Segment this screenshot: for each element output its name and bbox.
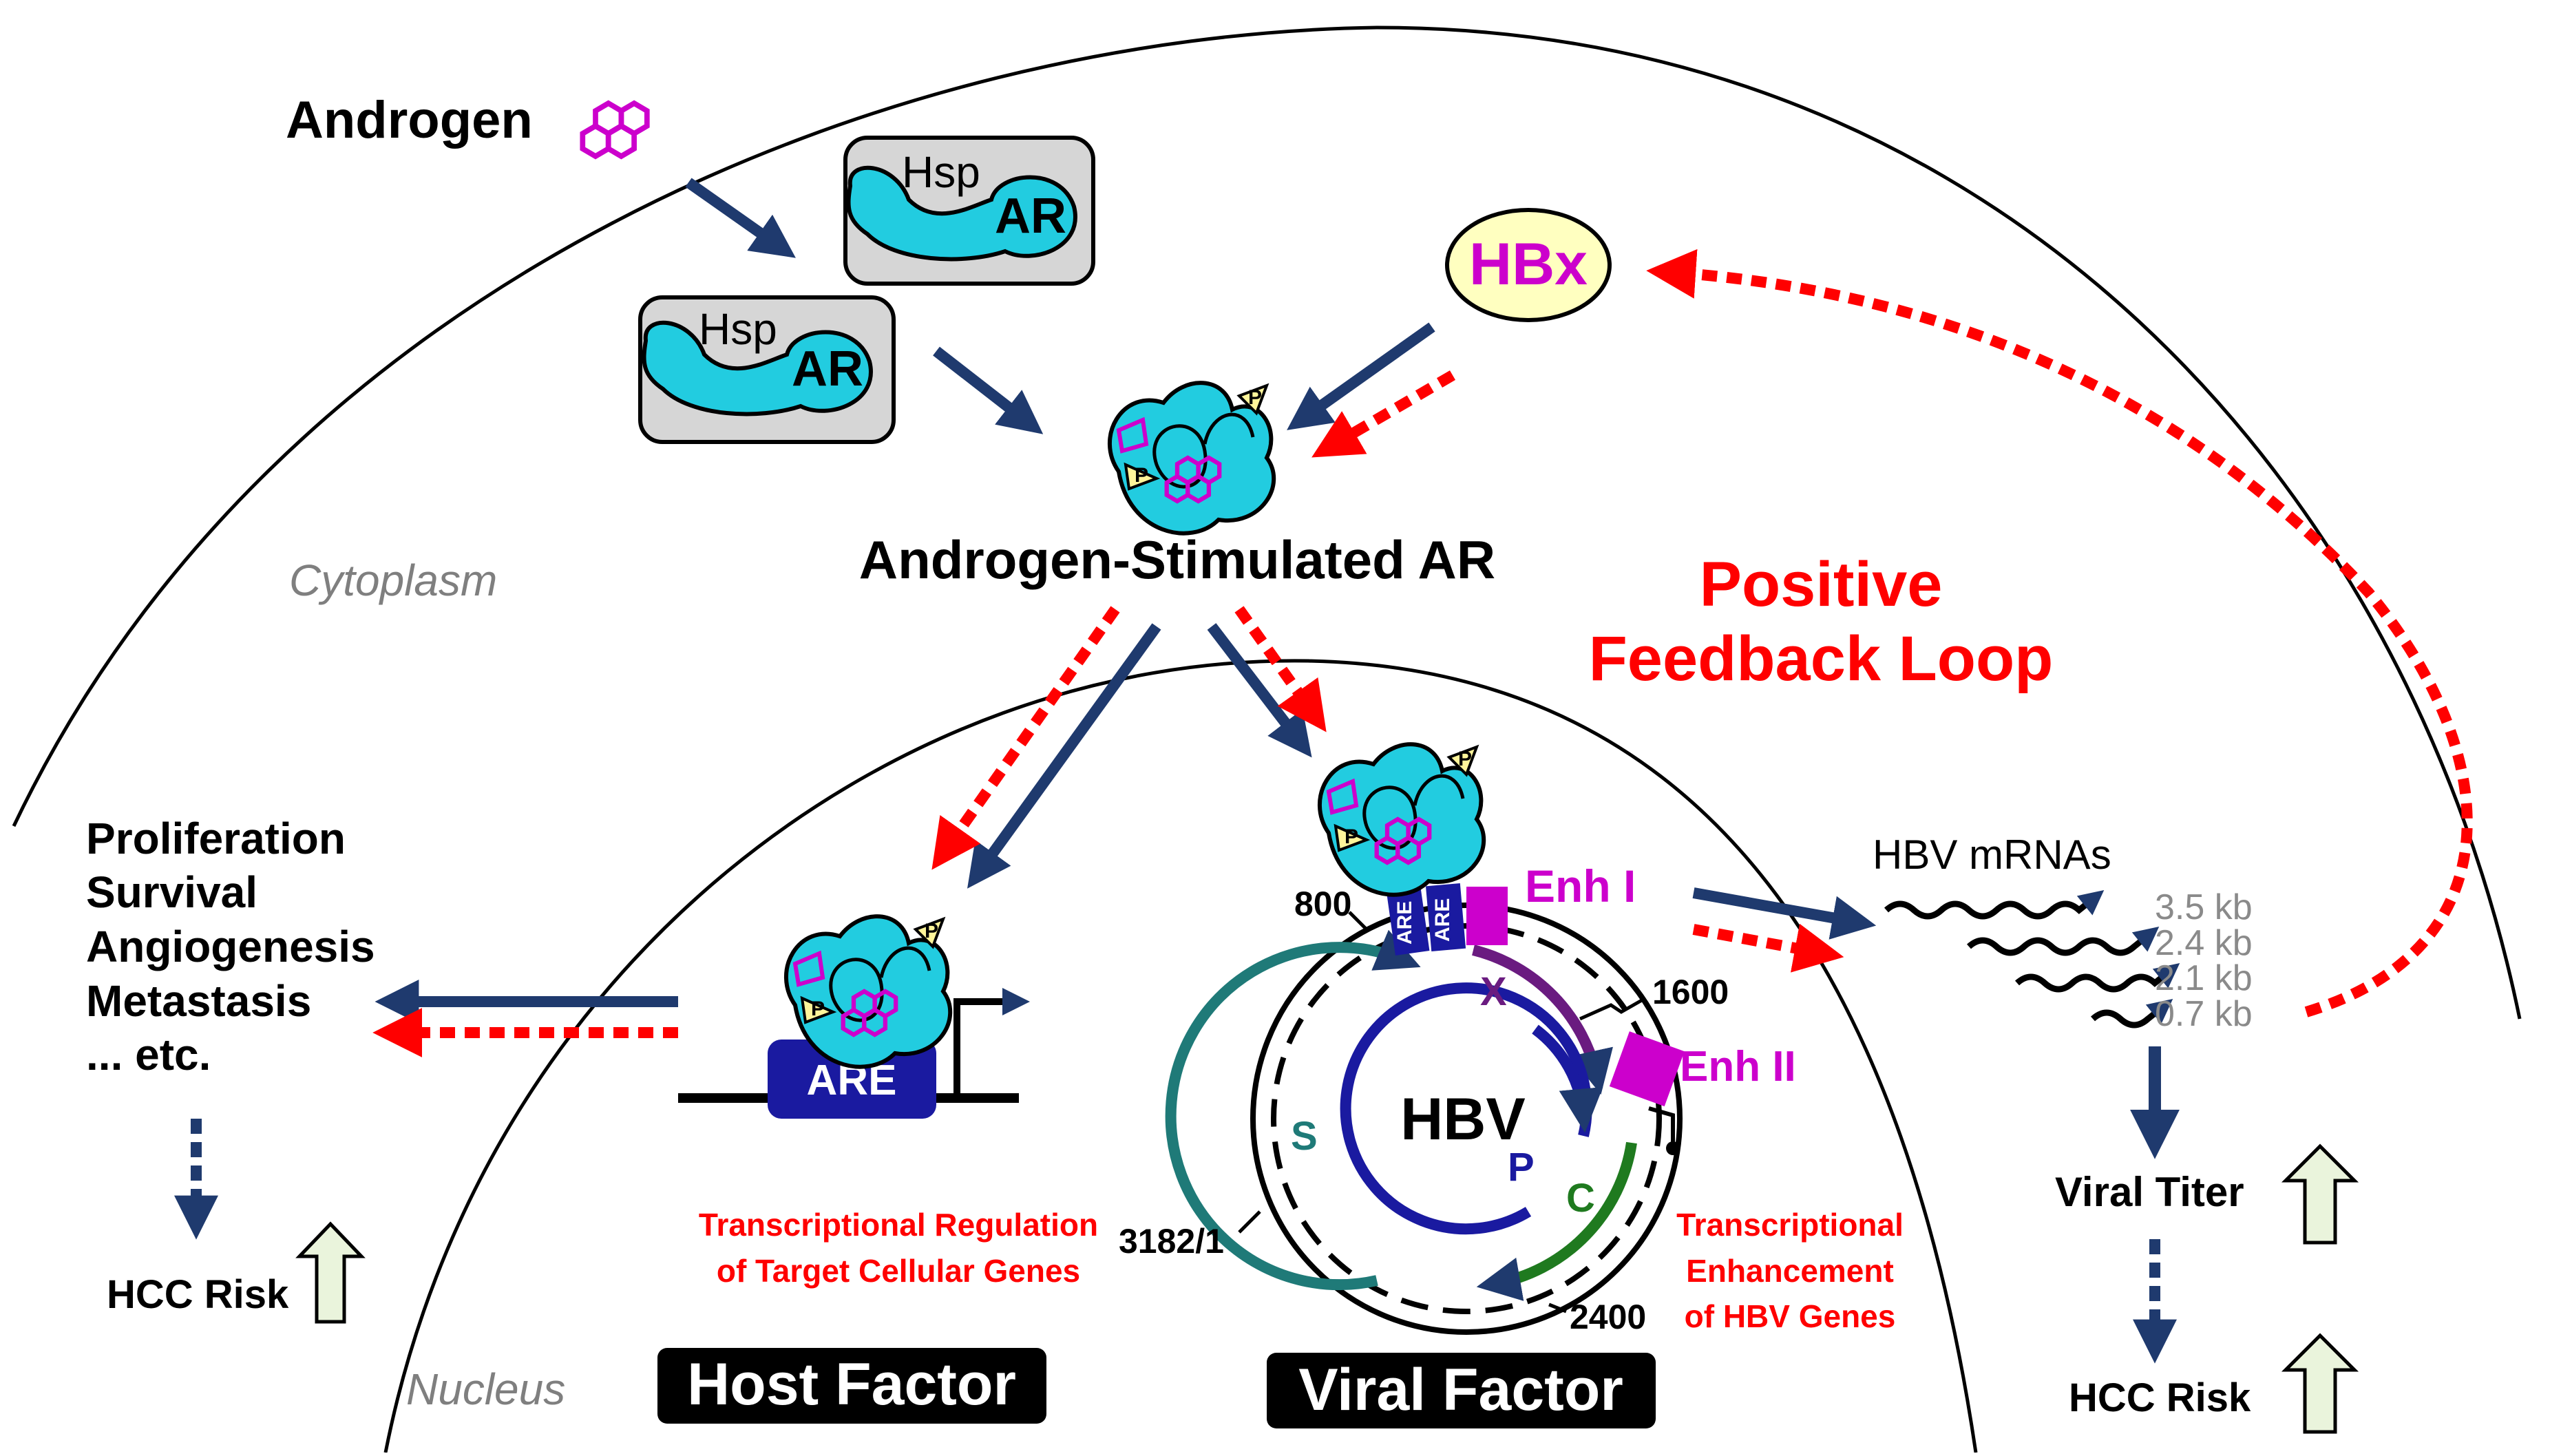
polya-signal-icon (1648, 1106, 1675, 1143)
viral-feedback-arrow (1234, 606, 1327, 732)
transcription-start-icon (953, 988, 1030, 1098)
viral-enhancement-label: Transcriptional (1676, 1207, 1904, 1243)
viral-are-box (1386, 885, 1430, 956)
polya-signal-icon (1666, 1141, 1680, 1155)
orf-c-arc (1476, 1141, 1637, 1301)
outcome-item: Survival (86, 867, 257, 917)
viral-are-label: ARE (1393, 901, 1416, 945)
activated-ar-icon (1110, 383, 1274, 533)
androgen-arrow (685, 178, 796, 258)
viral-bound-ar-icon (1320, 744, 1484, 894)
viral-factor-label: Viral Factor (1298, 1357, 1623, 1423)
hsp-ar-complex: Hsp AR (638, 295, 896, 444)
androgen-label: Androgen (286, 91, 533, 149)
viral-are-box (1425, 883, 1466, 951)
host-factor-label: Host Factor (687, 1351, 1016, 1417)
nucleus-label: Nucleus (406, 1364, 565, 1414)
viral-are-label: ARE (1431, 898, 1454, 942)
genome-position: 3182/1 (1119, 1222, 1224, 1260)
host-bound-ar-icon (786, 916, 950, 1066)
host-factor-badge (657, 1348, 1046, 1424)
outcome-item: Proliferation (86, 814, 346, 863)
hbv-genome: HBV X S P C (1165, 903, 1683, 1335)
mrna-size: 3.5 kb (2155, 887, 2253, 927)
mrna-arrow (1692, 887, 1877, 940)
hbv-label: HBV (1400, 1086, 1526, 1152)
viral-titer-label: Viral Titer (2055, 1169, 2244, 1215)
mrna-size: 2.4 kb (2155, 923, 2253, 963)
ar-label: AR (995, 189, 1066, 244)
hsp-label: Hsp (902, 147, 980, 197)
genome-position: 800 (1294, 885, 1351, 923)
feedback-label: Positive (1700, 549, 1943, 620)
outcome-item: ... etc. (86, 1030, 211, 1079)
enh2-box (1609, 1031, 1685, 1107)
host-outcome-list: Proliferation Survival Angiogenesis Meta… (86, 814, 375, 1079)
genome-position: 1600 (1652, 973, 1729, 1011)
cytoplasm-label: Cytoplasm (289, 556, 497, 605)
hbx-label: HBx (1469, 231, 1588, 297)
hbx-arrow (1287, 322, 1435, 430)
host-regulation-label: Transcriptional Regulation (699, 1207, 1098, 1243)
orf-c-label: C (1566, 1176, 1595, 1221)
mrna-wave (2014, 963, 2180, 993)
up-arrow-icon (295, 1221, 366, 1324)
enh1-box (1466, 887, 1508, 945)
mrna-wave (1884, 890, 2105, 920)
viral-enhancement-label: Enhancement (1686, 1253, 1894, 1289)
enh1-label: Enh I (1525, 861, 1636, 911)
orf-x-label: X (1480, 969, 1507, 1014)
feedback-loop-arrow (1646, 249, 2473, 1017)
host-feedback-arrow (931, 606, 1120, 870)
viral-factor-badge (1267, 1353, 1656, 1428)
enh2-label: Enh II (1680, 1043, 1796, 1090)
mrna-title: HBV mRNAs (1873, 832, 2111, 878)
mrna-wave (2090, 999, 2173, 1028)
hbx-protein: HBx (1445, 208, 1612, 322)
viral-hcc-risk: HCC Risk (2069, 1375, 2251, 1420)
host-regulation-label: of Target Cellular Genes (717, 1253, 1080, 1289)
mrna-feedback-arrow (1692, 923, 1844, 973)
viral-arrow (1207, 623, 1312, 758)
mrna-size: 2.1 kb (2155, 958, 2253, 998)
orf-s-arc (1165, 929, 1421, 1291)
orf-p-label: P (1508, 1145, 1535, 1190)
nuclear-membrane (383, 659, 1978, 1453)
orf-p-arc (1340, 982, 1592, 1235)
genome-position: 2400 (1570, 1298, 1646, 1336)
host-hcc-risk: HCC Risk (107, 1272, 289, 1317)
hsp-label: Hsp (699, 304, 777, 354)
orf-s-label: S (1291, 1114, 1318, 1159)
cell-membrane (12, 25, 2522, 1020)
host-arrow (967, 623, 1161, 889)
androgen-molecule-icon (582, 103, 647, 156)
hsp-ar-arrow (933, 346, 1044, 434)
orf-x-arc (1472, 945, 1613, 1095)
feedback-label: Feedback Loop (1589, 624, 2054, 694)
up-arrow-icon (2281, 1333, 2359, 1434)
hsp-ar-complex: Hsp AR (843, 136, 1095, 286)
ar-label: AR (792, 341, 863, 397)
mrna-wave (1966, 927, 2160, 956)
up-arrow-icon (2281, 1143, 2359, 1245)
host-are-box (768, 1040, 936, 1119)
outcome-item: Angiogenesis (86, 922, 375, 971)
outcome-item: Metastasis (86, 976, 311, 1026)
mrna-size: 0.7 kb (2155, 994, 2253, 1034)
stimulated-ar-label: Androgen-Stimulated AR (859, 529, 1495, 590)
viral-enhancement-label: of HBV Genes (1685, 1298, 1896, 1334)
mrna-list: 3.5 kb 2.4 kb 2.1 kb 0.7 kb (1884, 887, 2253, 1034)
